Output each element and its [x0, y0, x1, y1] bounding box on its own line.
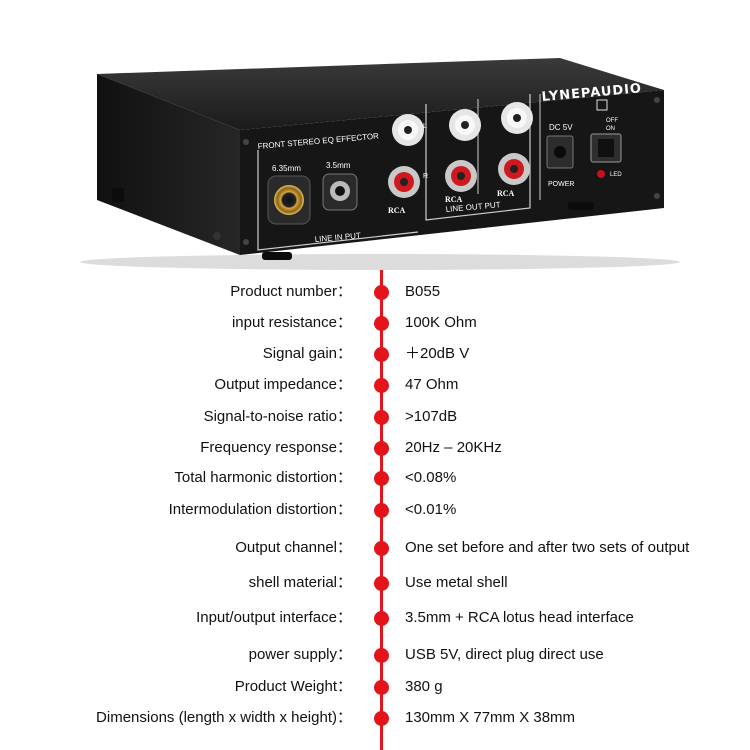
- label-power: POWER: [548, 181, 574, 188]
- spec-label: Frequency response：: [200, 439, 352, 456]
- spec-row: power supply： USB 5V, direct plug direct…: [0, 643, 750, 667]
- device-foot: [568, 202, 594, 210]
- device-foot: [262, 252, 292, 260]
- jack-35mm-hole: [335, 186, 345, 196]
- power-symbol-icon: [596, 99, 608, 111]
- screw: [213, 232, 221, 240]
- spec-value: 380 g: [405, 678, 443, 695]
- screw: [654, 193, 660, 199]
- bullet-dot: [374, 503, 389, 518]
- spec-label: input resistance：: [231, 314, 352, 331]
- spec-label: Signal-to-noise ratio：: [203, 408, 352, 425]
- rca-in-l[interactable]: [392, 114, 424, 146]
- spec-row: shell material： Use metal shell: [0, 571, 750, 595]
- label-35mm: 3.5mm: [326, 161, 351, 170]
- device-side: [97, 74, 240, 255]
- label-rca-in: RCA: [388, 206, 406, 215]
- spec-row: Output channel： One set before and after…: [0, 536, 750, 560]
- power-switch-toggle: [598, 139, 614, 157]
- product-photo: FRONT STEREO EQ EFFECTOR LYNEPAUDIO 6.35…: [80, 58, 680, 270]
- device-top: [97, 58, 664, 130]
- spec-value: 3.5mm + RCA lotus head interface: [405, 609, 634, 626]
- spec-value: 47 Ohm: [405, 376, 459, 393]
- spec-value: <0.08%: [405, 469, 457, 486]
- bullet-dot: [374, 541, 389, 556]
- spec-row: input resistance： 100K Ohm: [0, 311, 750, 335]
- spec-row: Intermodulation distortion： <0.01%: [0, 498, 750, 522]
- line-in-outline: [257, 150, 419, 251]
- spec-label: Signal gain：: [262, 345, 352, 362]
- spec-label: Dimensions (length x width x height)：: [96, 709, 352, 726]
- spec-value: B055: [405, 283, 441, 300]
- spec-value: Use metal shell: [405, 574, 508, 591]
- spec-value: 100K Ohm: [405, 314, 477, 331]
- device-foot: [112, 188, 124, 202]
- line-out-outline: [425, 94, 531, 221]
- spec-label: Intermodulation distortion：: [168, 501, 352, 518]
- spec-label: Total harmonic distortion：: [174, 469, 352, 486]
- spec-label: power supply：: [248, 646, 352, 663]
- label-off: OFF: [606, 118, 618, 124]
- bullet-dot: [374, 680, 389, 695]
- bullet-dot: [374, 347, 389, 362]
- rca-out1-l[interactable]: [449, 109, 481, 141]
- led-indicator: [597, 170, 605, 178]
- spec-row: Frequency response： 20Hz – 20KHz: [0, 436, 750, 460]
- spec-label: Output impedance：: [214, 376, 352, 393]
- spec-label: Input/output interface：: [196, 609, 352, 626]
- label-r: R: [423, 173, 428, 180]
- spec-value: ＋20dB V: [405, 345, 470, 362]
- rca-out2-l[interactable]: [501, 102, 533, 134]
- bullet-dot: [374, 441, 389, 456]
- bullet-dot: [374, 611, 389, 626]
- bullet-dot: [374, 648, 389, 663]
- spec-label: shell material：: [248, 574, 352, 591]
- bullet-dot: [374, 576, 389, 591]
- label-635mm: 6.35mm: [272, 164, 301, 173]
- label-line-in: LINE IN PUT: [314, 231, 361, 244]
- bullet-dot: [374, 471, 389, 486]
- rca-out2-r[interactable]: [498, 153, 530, 185]
- spec-label: Output channel：: [235, 539, 352, 556]
- spec-label: Product Weight：: [234, 678, 352, 695]
- bullet-dot: [374, 711, 389, 726]
- spec-row: Signal gain： ＋20dB V: [0, 342, 750, 366]
- bullet-dot: [374, 410, 389, 425]
- label-on: ON: [606, 126, 615, 132]
- spec-value: 130mm X 77mm X 38mm: [405, 709, 576, 726]
- spec-row: Product Weight： 380 g: [0, 675, 750, 699]
- spec-row: Dimensions (length x width x height)： 13…: [0, 706, 750, 730]
- spec-value: One set before and after two sets of out…: [405, 539, 690, 556]
- screw: [654, 97, 660, 103]
- rca-in-r[interactable]: [388, 166, 420, 198]
- rca-out1-r[interactable]: [445, 160, 477, 192]
- dc-jack-hole: [554, 146, 566, 158]
- spec-label: Product number：: [230, 283, 352, 300]
- label-l: L: [423, 123, 427, 130]
- spec-row: Input/output interface： 3.5mm + RCA lotu…: [0, 606, 750, 630]
- device-shadow: [80, 254, 680, 270]
- bullet-dot: [374, 316, 389, 331]
- spec-row: Total harmonic distortion： <0.08%: [0, 466, 750, 490]
- screw: [243, 139, 249, 145]
- bullet-dot: [374, 378, 389, 393]
- spec-value: 20Hz – 20KHz: [405, 439, 502, 456]
- spec-value: <0.01%: [405, 501, 457, 518]
- spec-value: USB 5V, direct plug direct use: [405, 646, 604, 663]
- label-rca-out-1: RCA: [445, 195, 463, 204]
- spec-value: >107dB: [405, 408, 458, 425]
- bullet-dot: [374, 285, 389, 300]
- label-led: LED: [610, 172, 622, 178]
- jack-635mm[interactable]: [274, 185, 304, 215]
- screw: [243, 239, 249, 245]
- label-dc: DC 5V: [549, 123, 573, 132]
- label-rca-out-2: RCA: [497, 189, 515, 198]
- spec-row: Output impedance： 47 Ohm: [0, 373, 750, 397]
- spec-row: Signal-to-noise ratio： >107dB: [0, 405, 750, 429]
- spec-row: Product number： B055: [0, 280, 750, 304]
